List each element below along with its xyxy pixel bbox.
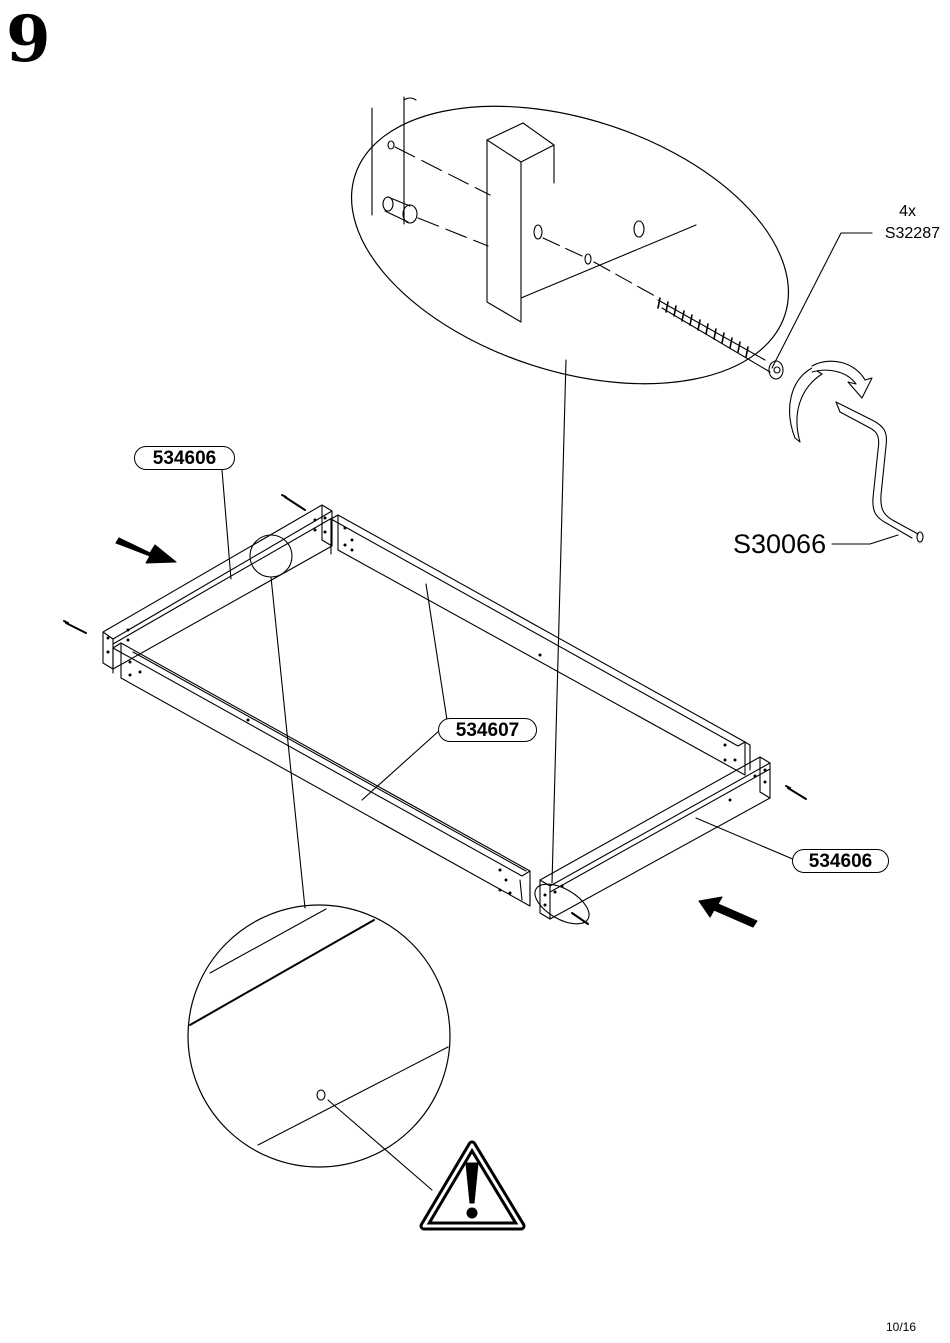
tool-leader [832, 535, 898, 544]
bed-frame [103, 505, 770, 919]
hex-key-tool [836, 402, 923, 542]
arrow-icon-right [699, 897, 757, 927]
detail-ellipse-small [529, 876, 596, 932]
screw-s32287-detail [658, 298, 783, 379]
dowel [383, 197, 417, 223]
part-label-534606-right: 534606 [792, 849, 889, 873]
screw-leader [772, 233, 872, 368]
arrow-icon-left [116, 538, 176, 563]
screw-quantity: 4x [850, 203, 916, 221]
wooden-block [487, 123, 696, 322]
part-label-534606-left: 534606 [134, 446, 235, 470]
leader-534606-right [696, 818, 795, 860]
long-rail-front [113, 643, 530, 906]
rotation-arrow-icon [790, 361, 872, 442]
screw-code: S32287 [850, 225, 940, 243]
step-number: 9 [6, 8, 51, 72]
screw-icons [64, 495, 806, 924]
detail-circle-magnified [188, 905, 450, 1190]
hole-dots [107, 517, 767, 907]
part-label-534607: 534607 [438, 718, 537, 742]
detail-ellipse-top [316, 55, 824, 883]
page-number: 10/16 [886, 1320, 916, 1334]
leader-534607-b [362, 730, 440, 800]
long-rail-back [331, 515, 750, 775]
detail-circle-small [250, 535, 292, 577]
warning-triangle-icon [424, 1145, 521, 1226]
tool-code: S30066 [733, 529, 826, 559]
short-rail-left [103, 505, 332, 669]
